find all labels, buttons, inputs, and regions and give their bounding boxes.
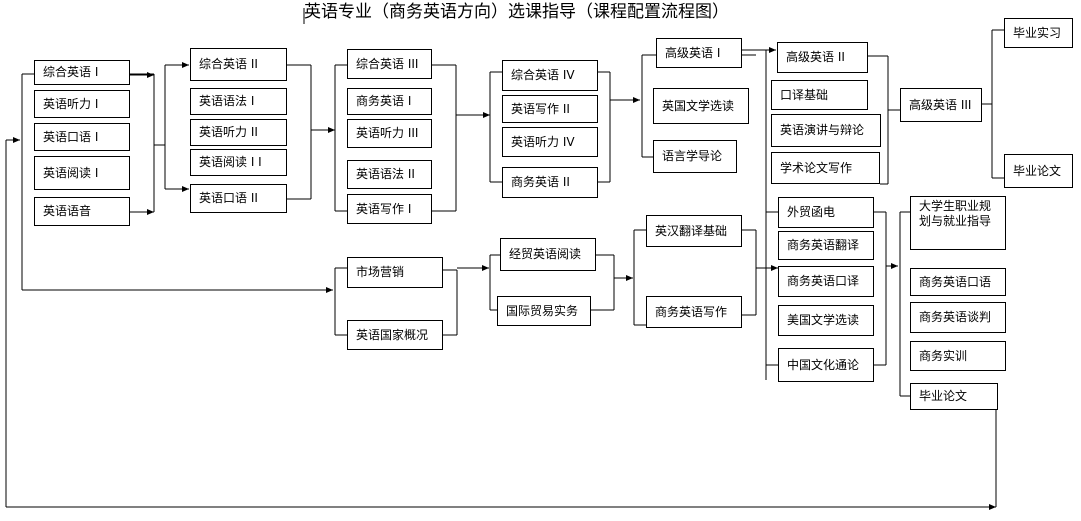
course-box: 中国文化通论 (778, 348, 874, 382)
course-box: 英语听力 IV (502, 127, 598, 157)
course-box: 英语阅读 I (34, 156, 130, 190)
course-box: 商务英语口语 (910, 268, 1006, 296)
course-box: 英语听力 II (190, 119, 287, 146)
course-box: 英语口语 I (34, 123, 130, 151)
course-box: 毕业论文 (910, 383, 998, 410)
course-box: 口译基础 (771, 80, 868, 110)
course-box: 综合英语 II (190, 48, 287, 81)
course-box: 英语听力 I (34, 90, 130, 118)
course-box: 高级英语 I (656, 38, 742, 68)
course-box: 英汉翻译基础 (646, 215, 742, 247)
course-box: 国际贸易实务 (497, 296, 591, 326)
course-box: 学术论文写作 (771, 152, 880, 184)
course-box: 英语语法 II (347, 160, 432, 189)
course-box: 高级英语 III (900, 88, 982, 122)
course-box: 英国文学选读 (653, 88, 749, 124)
course-box: 英语口语 II (190, 184, 287, 213)
course-box: 英语国家概况 (347, 320, 443, 350)
course-box: 英语写作 II (502, 95, 598, 123)
course-box: 商务英语写作 (646, 296, 742, 328)
course-box: 英语演讲与辩论 (771, 114, 881, 147)
course-box: 商务英语翻译 (778, 231, 874, 260)
course-box: 商务英语口译 (778, 266, 874, 297)
course-box: 综合英语 I (34, 60, 130, 85)
course-box: 商务英语 I (347, 88, 432, 115)
course-box: 英语阅读 I I (190, 149, 287, 176)
course-box: 美国文学选读 (778, 305, 874, 336)
course-box: 大学生职业规划与就业指导 (910, 196, 1006, 250)
course-box: 经贸英语阅读 (500, 238, 596, 271)
course-box: 商务英语谈判 (910, 302, 1006, 333)
course-box: 外贸函电 (778, 197, 874, 228)
course-box: 英语写作 I (347, 194, 432, 224)
course-box: 市场营销 (347, 257, 443, 288)
course-box: 毕业论文 (1004, 154, 1073, 188)
course-box: 英语语音 (34, 197, 130, 226)
course-box: 英语听力 III (347, 119, 432, 148)
course-box: 商务英语 II (502, 167, 598, 198)
page-title: 英语专业（商务英语方向）选课指导（课程配置流程图） (304, 2, 729, 22)
course-box: 综合英语 III (347, 49, 432, 79)
course-box: 综合英语 IV (502, 60, 598, 91)
course-box: 毕业实习 (1004, 18, 1073, 48)
course-box: 语言学导论 (653, 140, 737, 173)
course-box: 商务实训 (910, 341, 1006, 371)
course-box: 高级英语 II (777, 42, 868, 73)
course-box: 英语语法 I (190, 88, 287, 115)
